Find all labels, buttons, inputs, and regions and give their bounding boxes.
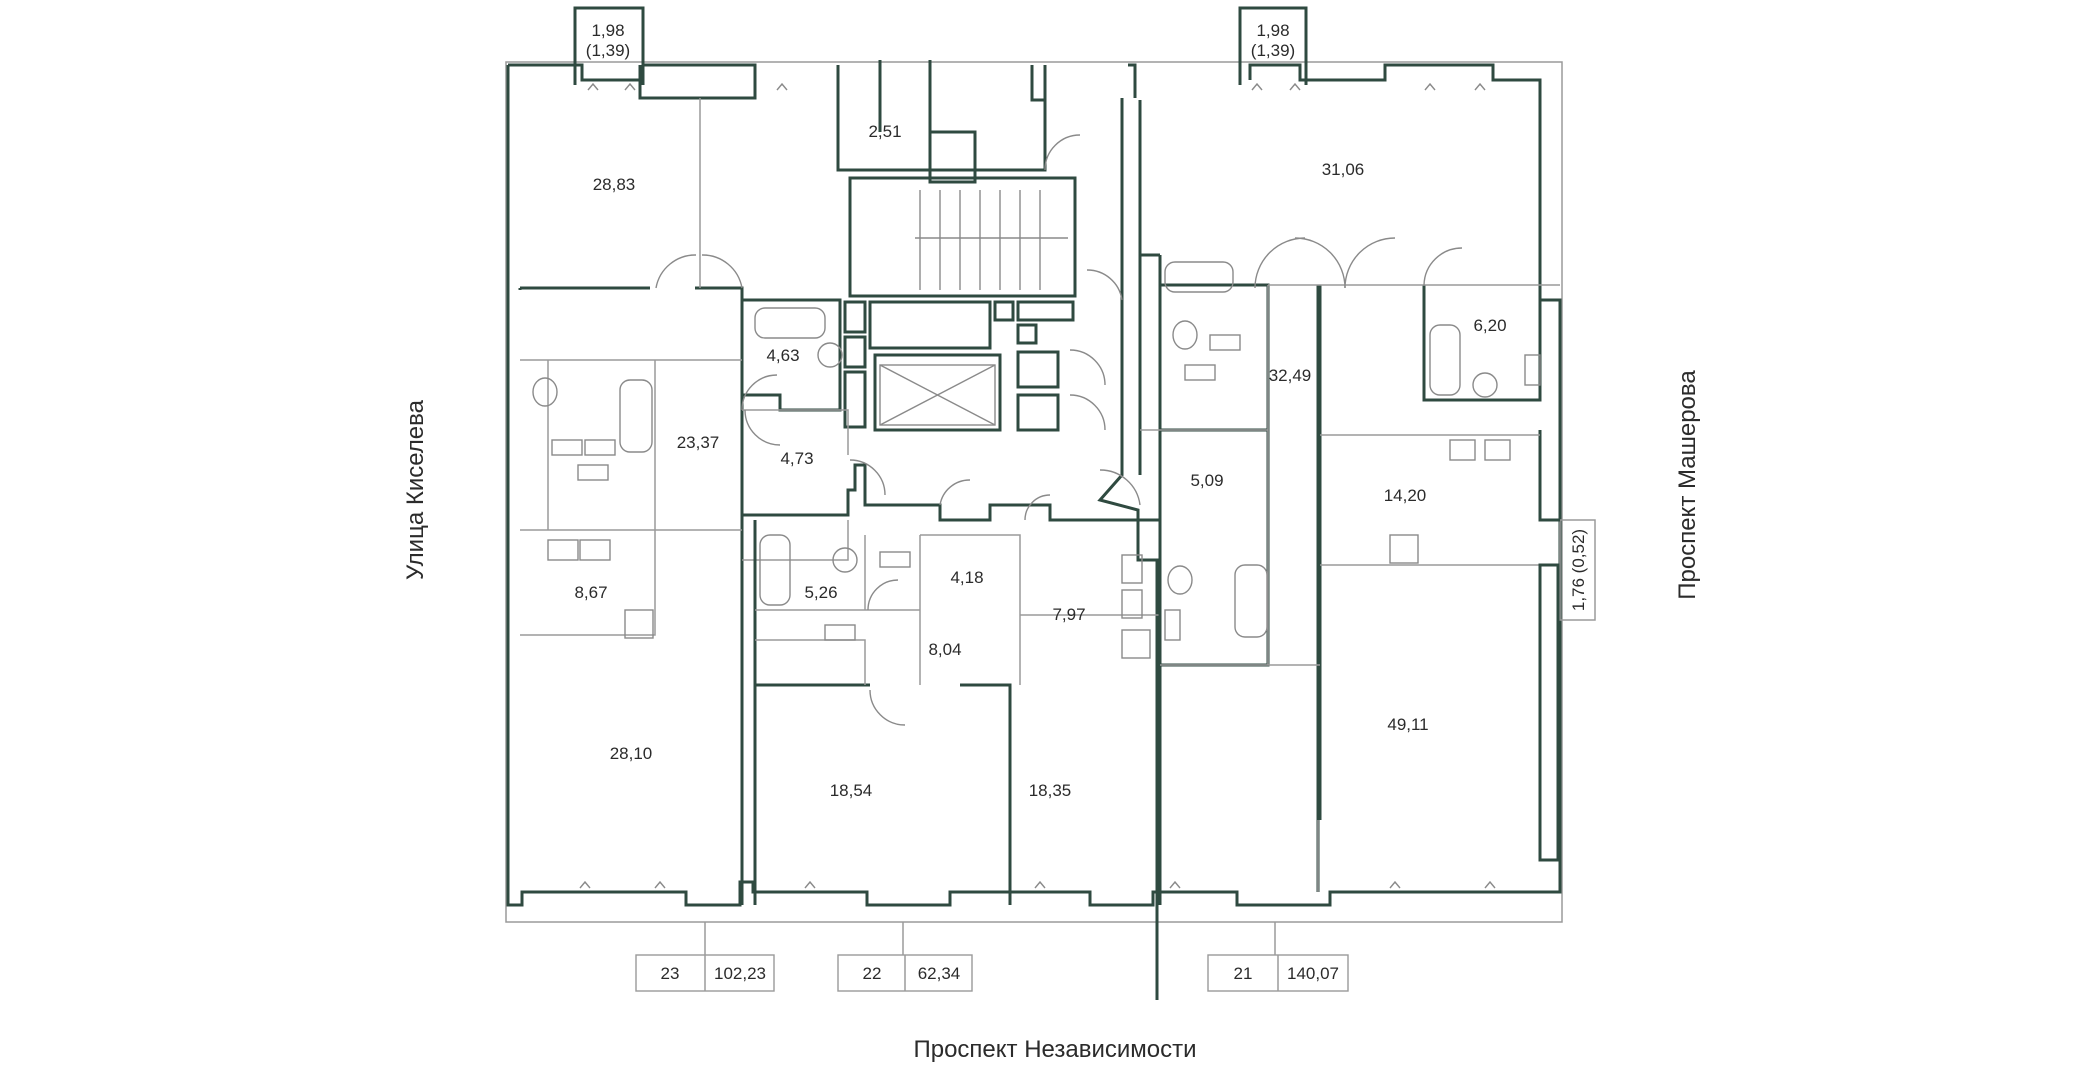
- bath-fixtures: [532, 261, 1541, 659]
- balcony-side-label: 1,76 (0,52): [1569, 529, 1588, 611]
- apt-21-number: 21: [1234, 964, 1253, 983]
- elevator-cabin: [879, 364, 996, 426]
- room-label: 7,97: [1052, 605, 1085, 624]
- room-label: 2,51: [868, 122, 901, 141]
- room-label: 18,35: [1029, 781, 1072, 800]
- shaft-box-5: [993, 300, 1015, 322]
- shaft-box-1: [868, 300, 992, 350]
- center-apartment-walls: [742, 463, 1162, 905]
- center-apartment-partitions: [755, 534, 1160, 685]
- balcony-left-reduced: (1,39): [586, 41, 630, 60]
- balcony-right-reduced: (1,39): [1251, 41, 1295, 60]
- street-left-label: Улица Киселева: [402, 399, 429, 580]
- room-label: 23,37: [677, 433, 720, 452]
- apt-22-number: 22: [863, 964, 882, 983]
- stair-block: [848, 176, 1077, 298]
- apt-22-area: 62,34: [918, 964, 961, 983]
- balcony-right-area: 1,98: [1256, 21, 1289, 40]
- shaft-box-4: [843, 370, 867, 429]
- shaft-box-6: [1016, 300, 1075, 322]
- room-label: 18,54: [830, 781, 873, 800]
- shaft-box-9: [1016, 393, 1060, 432]
- balcony-left-wall: [573, 6, 645, 85]
- exterior-wall: [506, 63, 1562, 907]
- room-label: 5,09: [1190, 471, 1223, 490]
- left-apartment-partitions: [520, 98, 849, 636]
- room-label: 6,20: [1473, 316, 1506, 335]
- room-label: 4,18: [950, 568, 983, 587]
- balcony-right-wall: [1238, 6, 1308, 85]
- room-label: 14,20: [1384, 486, 1427, 505]
- left-apartment-walls: [518, 286, 842, 905]
- apt-23-area: 102,23: [714, 964, 766, 983]
- windows: [579, 82, 1496, 889]
- room-label: 4,63: [766, 346, 799, 365]
- apt-23-number: 23: [661, 964, 680, 983]
- plinth-outline: [505, 61, 1563, 923]
- elevator-shaft: [873, 353, 1002, 432]
- doors: [655, 134, 1463, 726]
- right-apartment-partitions: [1140, 284, 1560, 892]
- right-side-wall: [1538, 563, 1560, 862]
- shaft-box-7: [1016, 323, 1038, 345]
- core-wall: [836, 60, 1159, 1000]
- room-label: 5,26: [804, 583, 837, 602]
- street-bottom-label: Проспект Независимости: [913, 1036, 1196, 1063]
- room-label: 8,67: [574, 583, 607, 602]
- street-right-label: Проспект Машерова: [1674, 370, 1701, 600]
- room-label: 32,49: [1269, 366, 1312, 385]
- apt-21-area: 140,07: [1287, 964, 1339, 983]
- stair-steps: [915, 190, 1068, 290]
- room-label: 8,04: [928, 640, 961, 659]
- shaft-box-3: [843, 335, 867, 369]
- shaft-box-2: [843, 300, 867, 334]
- shaft-box-8: [1016, 350, 1060, 389]
- balcony-side-box: [1559, 519, 1596, 621]
- room-label: 49,11: [1387, 715, 1428, 734]
- balcony-left-area: 1,98: [591, 21, 624, 40]
- room-label: 4,73: [780, 449, 813, 468]
- room-label: 28,83: [593, 175, 636, 194]
- room-label: 31,06: [1322, 160, 1365, 179]
- room-label: 28,10: [610, 744, 653, 763]
